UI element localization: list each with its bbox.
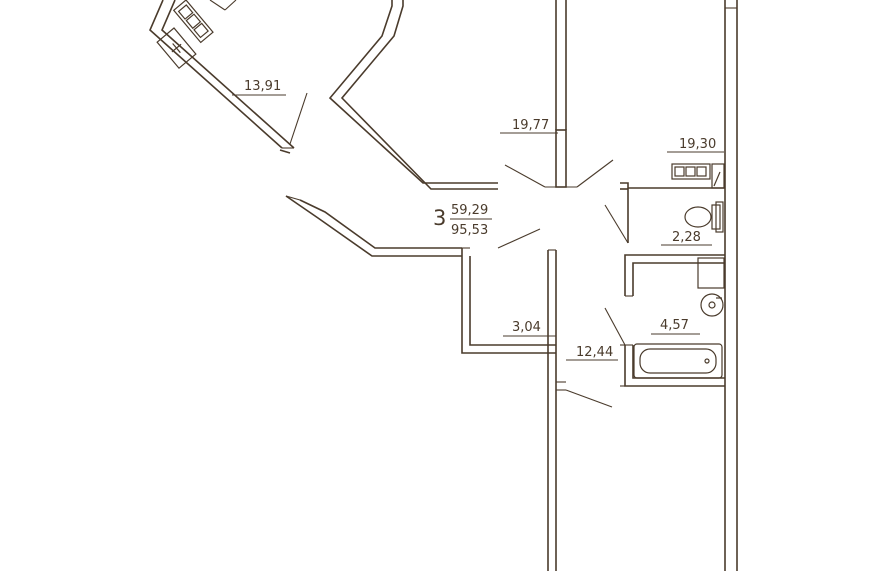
room-area-hall: 3,04 [512, 320, 541, 335]
radiator-bedroom [671, 163, 725, 189]
room-labels: 13,91 19,77 19,30 2,28 4,57 3,04 12,44 [232, 79, 724, 361]
total-area: 95,53 [451, 223, 488, 238]
walls [149, 0, 738, 571]
washbasin-fixture [697, 257, 725, 317]
living-area: 59,29 [451, 203, 488, 218]
rooms-count: 3 [433, 206, 446, 230]
room-area-bedroom-bottom: 12,44 [576, 345, 613, 360]
room-area-toilet: 2,28 [672, 230, 701, 245]
doors [497, 159, 629, 408]
room-area-kitchen: 13,91 [244, 79, 281, 94]
room-area-bathroom: 4,57 [660, 318, 689, 333]
bathtub-fixture [633, 343, 723, 379]
room-area-living-room: 19,77 [512, 118, 549, 133]
kitchen-fixtures [156, 0, 237, 70]
toilet-fixture [684, 201, 724, 233]
room-area-bedroom-right: 19,30 [679, 137, 716, 152]
apartment-summary: 3 59,29 95,53 [433, 203, 492, 238]
